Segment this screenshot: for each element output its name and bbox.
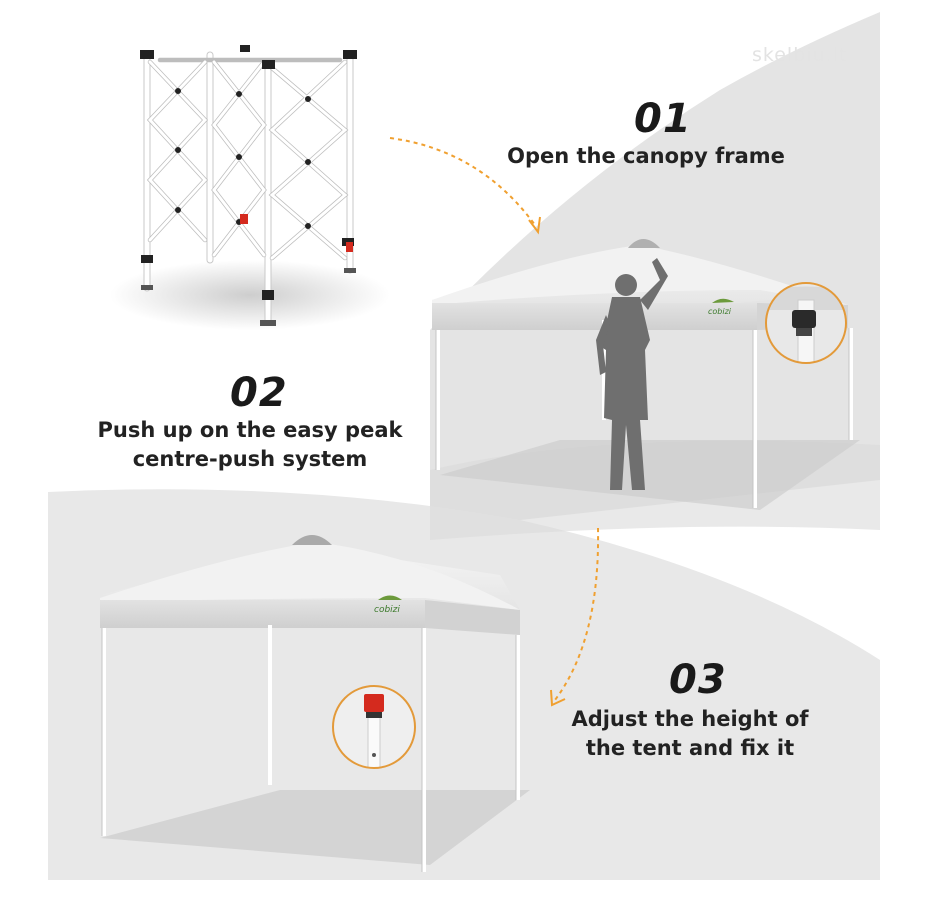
arrow-head-2 [550, 689, 566, 707]
brand-logo: cobizi [374, 605, 400, 615]
step-3-line-1: Adjust the height of [571, 707, 809, 731]
step-3-text: Adjust the height of the tent and fix it [550, 705, 830, 763]
canopy-step3: cobizi [100, 535, 520, 872]
dotted-arrow-icon [389, 137, 536, 226]
detail-zoom-circle [332, 685, 416, 769]
folded-frame-illustration [140, 45, 357, 326]
watermark: skelbiu.lt [752, 44, 848, 66]
step-1-line-1: Open the canopy frame [507, 144, 785, 168]
step-3-number: 03 [669, 657, 727, 703]
detail-zoom-circle [765, 282, 847, 364]
arrow-head-1 [528, 216, 541, 235]
step-2-line-2: centre-push system [132, 447, 368, 471]
step-2-number: 02 [230, 370, 288, 416]
step-2-line-1: Push up on the easy peak [97, 418, 403, 442]
person-silhouette [596, 258, 668, 490]
dotted-arrow-icon [554, 527, 600, 701]
floor-shadow-folded [110, 260, 390, 330]
step-3-line-2: the tent and fix it [585, 736, 795, 760]
step-1-text: Open the canopy frame [496, 142, 796, 171]
brand-logo: cobizi [708, 307, 732, 316]
step-2-text: Push up on the easy peak centre-push sys… [90, 416, 410, 474]
step-1-number: 01 [634, 96, 692, 142]
